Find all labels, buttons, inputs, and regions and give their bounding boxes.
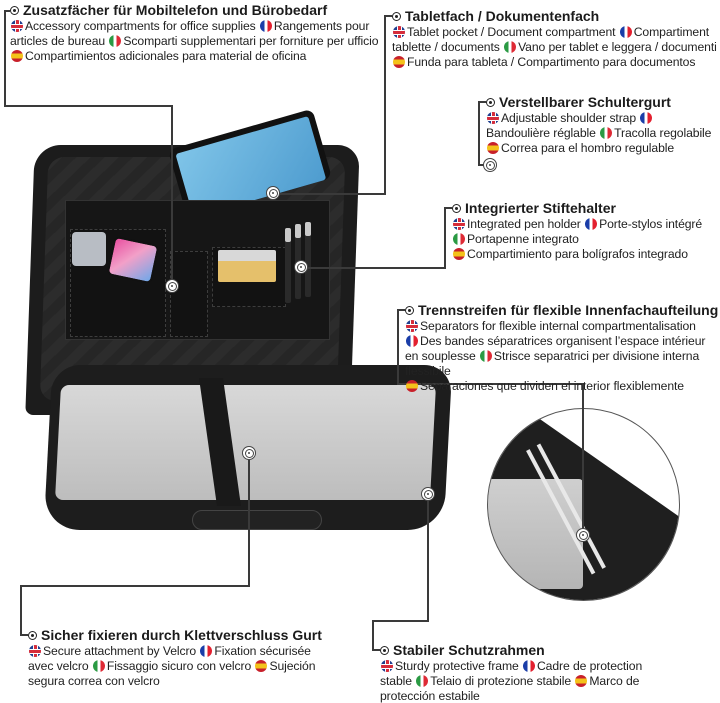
italy-flag-icon	[109, 35, 122, 47]
pen-pocket	[170, 251, 208, 337]
feature-translations: Secure attachment by Velcro Fixation séc…	[28, 644, 316, 688]
spain-flag-icon	[255, 660, 268, 672]
leader-line	[384, 15, 392, 17]
feature-label-shoulder-strap: Verstellbarer Schultergurt Adjustable sh…	[486, 94, 716, 156]
spain-flag-icon	[487, 142, 499, 154]
bullet-icon	[452, 204, 461, 213]
feature-translations: Adjustable shoulder strap Bandoulière ré…	[486, 111, 712, 155]
italy-flag-icon	[453, 233, 465, 245]
hotspot-target-icon	[266, 186, 280, 200]
leader-line	[20, 634, 28, 636]
leader-line	[248, 460, 250, 586]
leader-line	[20, 585, 22, 635]
uk-flag-icon	[487, 112, 499, 124]
feature-title: Tabletfach / Dokumentenfach	[392, 8, 720, 25]
leader-line	[171, 105, 173, 283]
feature-title: Sicher fixieren durch Klettverschluss Gu…	[28, 627, 328, 644]
france-flag-icon	[259, 20, 272, 32]
pen	[285, 228, 291, 303]
bullet-icon	[380, 646, 389, 655]
france-flag-icon	[619, 26, 632, 38]
leader-line	[306, 267, 446, 269]
uk-flag-icon	[29, 645, 41, 657]
leader-line	[372, 620, 429, 622]
uk-flag-icon	[381, 660, 393, 672]
feature-title: Verstellbarer Schultergurt	[486, 94, 716, 111]
france-flag-icon	[640, 112, 653, 124]
leader-line	[478, 101, 486, 103]
leader-line	[582, 383, 584, 531]
leader-line	[444, 207, 446, 268]
italy-flag-icon	[416, 675, 429, 687]
spain-flag-icon	[575, 675, 588, 687]
leader-line	[478, 101, 480, 165]
cards	[218, 250, 276, 282]
feature-label-velcro-strap: Sicher fixieren durch Klettverschluss Gu…	[28, 627, 328, 689]
hotspot-target-icon	[165, 279, 179, 293]
uk-flag-icon	[453, 218, 465, 230]
leader-line	[444, 207, 452, 209]
feature-label-protective-frame: Stabiler Schutzrahmen Sturdy protective …	[380, 642, 655, 703]
feature-title: Zusatzfächer für Mobiltelefon und Bürobe…	[10, 2, 380, 19]
laptop	[54, 385, 437, 500]
france-flag-icon	[200, 645, 213, 657]
feature-label-accessory-compartments: Zusatzfächer für Mobiltelefon und Bürobe…	[10, 2, 380, 64]
leader-line	[397, 309, 399, 384]
italy-flag-icon	[504, 41, 517, 53]
spain-flag-icon	[11, 50, 23, 62]
leader-line	[20, 585, 250, 587]
hotspot-target-icon	[483, 158, 497, 172]
bullet-icon	[28, 631, 37, 640]
italy-flag-icon	[92, 660, 105, 672]
leader-line	[4, 105, 172, 107]
feature-title: Trennstreifen für flexible Innenfachauft…	[405, 302, 720, 319]
leader-line	[397, 383, 583, 385]
leader-line	[384, 15, 386, 194]
feature-label-pen-holder: Integrierter Stiftehalter Integrated pen…	[452, 200, 720, 262]
uk-flag-icon	[393, 26, 405, 38]
hotspot-target-icon	[242, 446, 256, 460]
france-flag-icon	[406, 335, 418, 347]
hotspot-target-icon	[576, 528, 590, 542]
bullet-icon	[392, 12, 401, 21]
feature-title: Integrierter Stiftehalter	[452, 200, 720, 217]
leader-line	[397, 309, 405, 311]
hotspot-target-icon	[294, 260, 308, 274]
bullet-icon	[10, 6, 19, 15]
bullet-icon	[486, 98, 495, 107]
bullet-icon	[405, 306, 414, 315]
feature-label-separators: Trennstreifen für flexible Innenfachauft…	[405, 302, 720, 394]
leader-line	[372, 620, 374, 650]
italy-flag-icon	[479, 350, 492, 362]
feature-title: Stabiler Schutzrahmen	[380, 642, 655, 659]
leader-line	[4, 10, 10, 12]
italy-flag-icon	[600, 127, 613, 139]
spain-flag-icon	[453, 248, 465, 260]
france-flag-icon	[585, 218, 598, 230]
france-flag-icon	[522, 660, 535, 672]
leader-line	[277, 193, 386, 195]
pen	[305, 222, 311, 297]
uk-flag-icon	[406, 320, 418, 332]
feature-translations: Integrated pen holder Porte-stylos intég…	[452, 217, 720, 262]
leader-line	[372, 649, 380, 651]
spain-flag-icon	[406, 380, 418, 392]
container	[72, 232, 106, 266]
feature-translations: Accessory compartments for office suppli…	[10, 19, 379, 63]
feature-translations: Tablet pocket / Document compartment Com…	[392, 25, 717, 69]
leader-line	[4, 10, 6, 106]
leader-line	[427, 501, 429, 621]
uk-flag-icon	[11, 20, 23, 32]
carry-handle	[192, 510, 322, 530]
feature-translations: Separators for flexible internal compart…	[405, 319, 706, 393]
hotspot-target-icon	[421, 487, 435, 501]
feature-label-tablet-pocket: Tabletfach / Dokumentenfach Tablet pocke…	[392, 8, 720, 70]
laptop-detail	[488, 479, 583, 589]
spain-flag-icon	[393, 56, 405, 68]
leader-line	[478, 164, 484, 166]
feature-translations: Sturdy protective frame Cadre de protect…	[380, 659, 643, 703]
